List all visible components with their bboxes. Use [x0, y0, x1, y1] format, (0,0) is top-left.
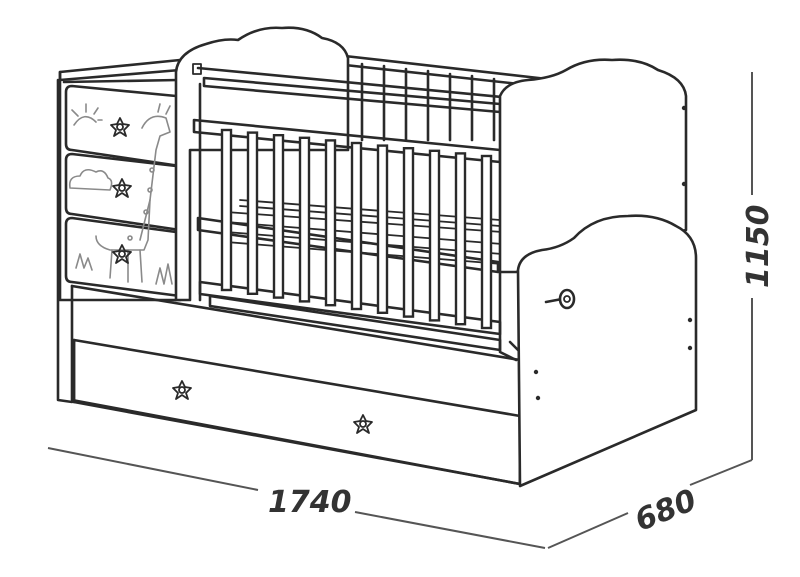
rail-latch: [192, 63, 202, 75]
height-dimension-label: 1150: [741, 205, 776, 289]
depth-dimension-label: 680: [630, 483, 701, 539]
spindle: [428, 149, 441, 322]
spindle: [246, 131, 259, 296]
screw-holes: [533, 105, 693, 401]
spindle: [324, 139, 337, 307]
dresser: [56, 58, 182, 404]
spindle: [480, 154, 493, 330]
front-spindles: [220, 128, 493, 330]
spindle: [402, 146, 415, 318]
right-footboard: [516, 214, 698, 488]
flower-icon: [112, 178, 132, 198]
knob-icon: [544, 288, 576, 310]
flower-icon: [110, 117, 130, 137]
length-dimension-label: 1740: [268, 485, 352, 520]
flower-icon: [172, 380, 192, 400]
spindle: [350, 141, 363, 311]
dimension-lines: [47, 72, 753, 549]
sun-icon: [71, 103, 103, 126]
giraffe-icon: [95, 103, 171, 283]
grass-icon: [155, 263, 173, 285]
spindle: [272, 133, 285, 299]
cloud-icon: [68, 168, 113, 191]
spindle: [454, 152, 467, 326]
spindle: [220, 128, 233, 292]
spindle: [298, 136, 311, 303]
grass-icon: [75, 253, 93, 271]
spindle: [376, 144, 389, 315]
flower-icon: [112, 244, 132, 264]
flower-icon: [353, 414, 373, 434]
